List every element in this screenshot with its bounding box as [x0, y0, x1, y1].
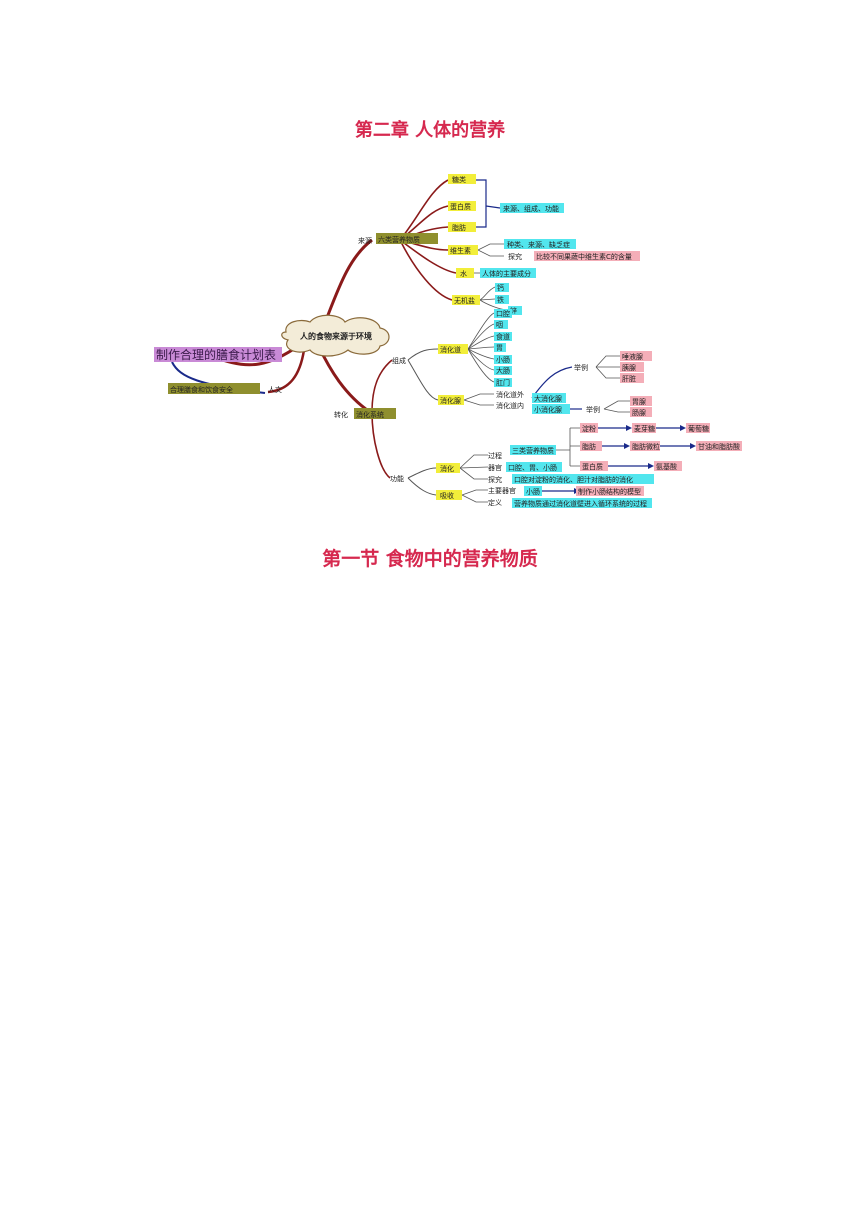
big-glands: 大消化腺	[534, 394, 562, 403]
digest-tag: 转化	[334, 410, 348, 419]
mind-map: 人的食物来源于环境 制作合理的膳食计划表 合理膳食和饮食安全 人文 来源 六类营…	[154, 174, 742, 508]
tract-item: 肛门	[496, 378, 510, 387]
water-note: 人体的主要成分	[482, 269, 531, 278]
vitamin-note1: 种类、来源、缺乏症	[507, 240, 570, 249]
maltose: 麦芽糖	[634, 424, 655, 433]
center-node: 人的食物来源于环境	[281, 314, 390, 357]
examples-tag: 举例	[574, 363, 588, 372]
digest-title: 消化系统	[356, 410, 384, 419]
definition-tag: 定义	[488, 498, 502, 507]
vitamin-tag2: 探究	[508, 252, 522, 261]
small-example: 胃腺	[632, 397, 646, 406]
protein-row: 蛋白质	[582, 462, 603, 471]
tract-item: 小肠	[496, 355, 510, 364]
node-minerals: 无机盐	[454, 296, 475, 305]
big-example: 肝脏	[622, 374, 636, 383]
mineral-zinc: 锌	[510, 306, 517, 315]
left-sub-bg	[168, 383, 260, 394]
section-heading: 第一节 食物中的营养物质	[322, 548, 538, 570]
gland-in: 消化道内	[496, 401, 524, 410]
left-sub-label: 合理膳食和饮食安全	[170, 385, 233, 394]
big-example: 胰腺	[622, 363, 636, 372]
function-tag: 功能	[390, 474, 404, 483]
fat-products: 甘油和脂肪酸	[698, 442, 740, 451]
compose-tag: 组成	[392, 356, 406, 365]
node-tract: 消化道	[440, 345, 461, 354]
node-absorption: 吸收	[440, 491, 454, 500]
tract-items: 口腔 咽 食道 胃 小肠 大肠 肛门	[494, 309, 512, 387]
sugar-note: 来源、组成、功能	[503, 204, 559, 213]
node-glands: 消化腺	[440, 396, 461, 405]
big-example: 唾液腺	[622, 352, 643, 361]
vitamin-note2: 比较不同果蔬中维生素C的含量	[536, 252, 632, 261]
left-sub-tag: 人文	[268, 385, 282, 394]
tract-item: 食道	[496, 332, 510, 341]
left-main-bg	[154, 347, 282, 362]
definition-note: 营养物质通过消化道壁进入循环系统的过程	[514, 499, 647, 508]
mineral-iron: 铁	[497, 295, 504, 304]
starch: 淀粉	[582, 424, 596, 433]
glucose: 葡萄糖	[688, 424, 709, 433]
center-label: 人的食物来源于环境	[300, 331, 372, 341]
process-note: 三类营养物质	[512, 446, 554, 455]
chapter-heading: 第二章 人体的营养	[354, 120, 506, 141]
model-note: 制作小肠结构的模型	[578, 487, 641, 496]
small-glands: 小消化腺	[534, 405, 562, 414]
nutrients-title: 六类营养物质	[378, 235, 420, 244]
fat-droplets: 脂肪微粒	[632, 442, 660, 451]
gland-out: 消化道外	[496, 390, 524, 399]
process-tag: 过程	[488, 451, 502, 460]
node-protein: 蛋白质	[450, 202, 471, 211]
tract-item: 大肠	[496, 366, 510, 375]
node-water: 水	[460, 269, 467, 278]
source-tag: 来源	[358, 236, 372, 245]
tract-item: 口腔	[496, 309, 510, 318]
examples-tag: 举例	[586, 405, 600, 414]
organs-tag: 器官	[488, 463, 502, 472]
small-example: 肠腺	[632, 408, 646, 417]
mineral-calcium: 钙	[497, 283, 504, 292]
left-main-label: 制作合理的膳食计划表	[156, 347, 276, 362]
fat-row: 脂肪	[582, 442, 596, 451]
nutrients-title-bg	[376, 233, 438, 244]
explore-tag: 探究	[488, 475, 502, 484]
organs-note: 口腔、胃、小肠	[508, 463, 557, 472]
tract-item: 咽	[496, 321, 503, 329]
mind-map-connectors	[171, 179, 696, 503]
explore-note: 口腔对淀粉的消化、胆汁对脂肪的消化	[514, 475, 633, 484]
node-sugar: 糖类	[452, 175, 466, 184]
node-digestion: 消化	[440, 464, 454, 473]
tract-item: 胃	[496, 344, 503, 352]
node-vitamin: 维生素	[450, 246, 471, 255]
node-fat: 脂肪	[452, 223, 466, 232]
main-organ-tag: 主要器官	[488, 486, 516, 495]
amino: 氨基酸	[656, 462, 677, 471]
main-organ: 小肠	[526, 487, 540, 496]
